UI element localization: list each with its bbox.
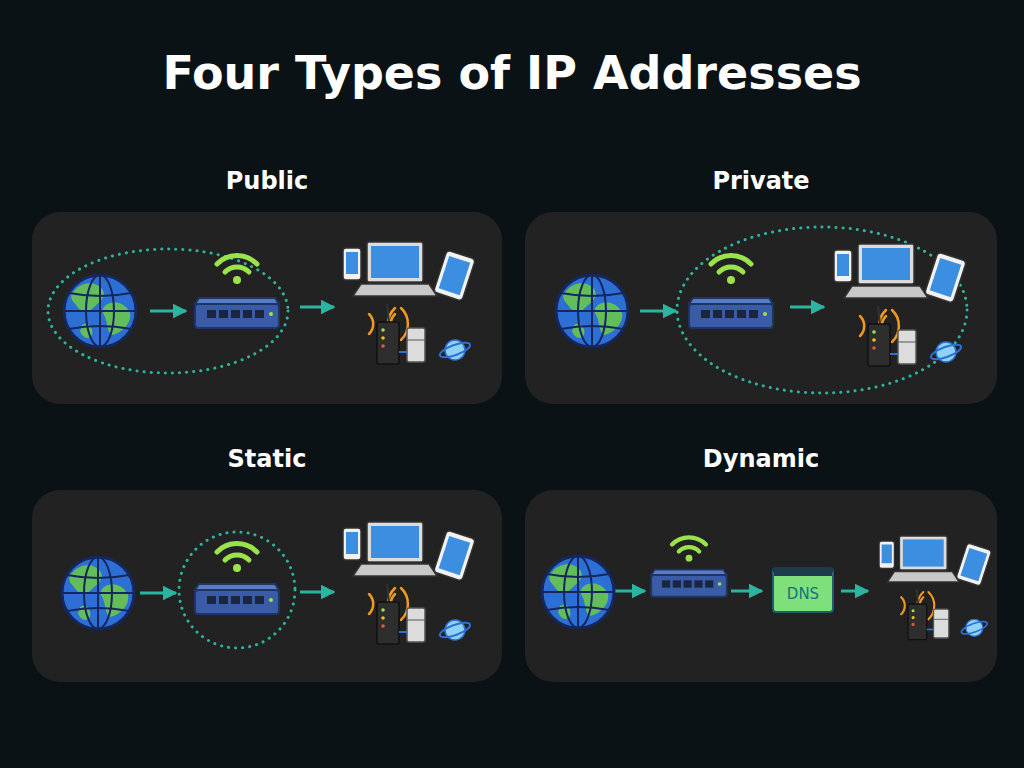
flow-arrow <box>731 590 762 593</box>
globe-icon <box>556 275 628 347</box>
scope-circle <box>179 532 295 648</box>
devices-icon <box>343 522 476 644</box>
wifi-icon <box>672 537 706 561</box>
flow-arrow <box>841 590 868 593</box>
devices-icon <box>834 244 967 366</box>
panel-ground <box>32 212 502 404</box>
router-icon <box>651 570 727 597</box>
flow-arrow <box>615 590 645 593</box>
wifi-icon <box>711 256 751 284</box>
panel-heading: Static <box>32 444 502 474</box>
router-icon <box>195 298 279 328</box>
panel-ground <box>32 490 502 682</box>
router-icon <box>195 584 279 614</box>
dns-label: DNS <box>787 585 819 603</box>
wifi-icon <box>217 544 257 572</box>
diagram-title: Four Types of IP Addresses <box>0 46 1024 101</box>
flow-arrow <box>640 310 676 313</box>
ip-type-panel: DynamicDNS <box>525 490 997 682</box>
router-icon <box>689 298 773 328</box>
globe-icon <box>64 275 136 347</box>
flow-arrow <box>790 306 824 309</box>
wifi-icon <box>217 256 257 284</box>
flow-arrow <box>300 591 334 594</box>
globe-icon <box>542 556 614 628</box>
scope-outlines <box>48 227 967 648</box>
dns-box: DNS <box>772 567 834 613</box>
globe-icon <box>62 557 134 629</box>
flow-arrow <box>300 306 334 309</box>
devices-icon <box>343 242 476 364</box>
devices-icon <box>879 536 992 640</box>
panel-ground <box>525 212 997 404</box>
panel-heading: Dynamic <box>525 444 997 474</box>
panel-grounds <box>32 212 997 682</box>
flow-arrow <box>140 592 176 595</box>
panel-heading: Public <box>32 166 502 196</box>
ip-type-panel: Static <box>32 490 502 682</box>
scope-ellipse <box>48 249 288 373</box>
ip-type-panel: Public <box>32 212 502 404</box>
panel-ground <box>525 490 997 682</box>
flow-arrow <box>150 310 186 313</box>
ip-type-panel: Private <box>525 212 997 404</box>
panel-heading: Private <box>525 166 997 196</box>
scope-ellipse <box>677 227 967 393</box>
